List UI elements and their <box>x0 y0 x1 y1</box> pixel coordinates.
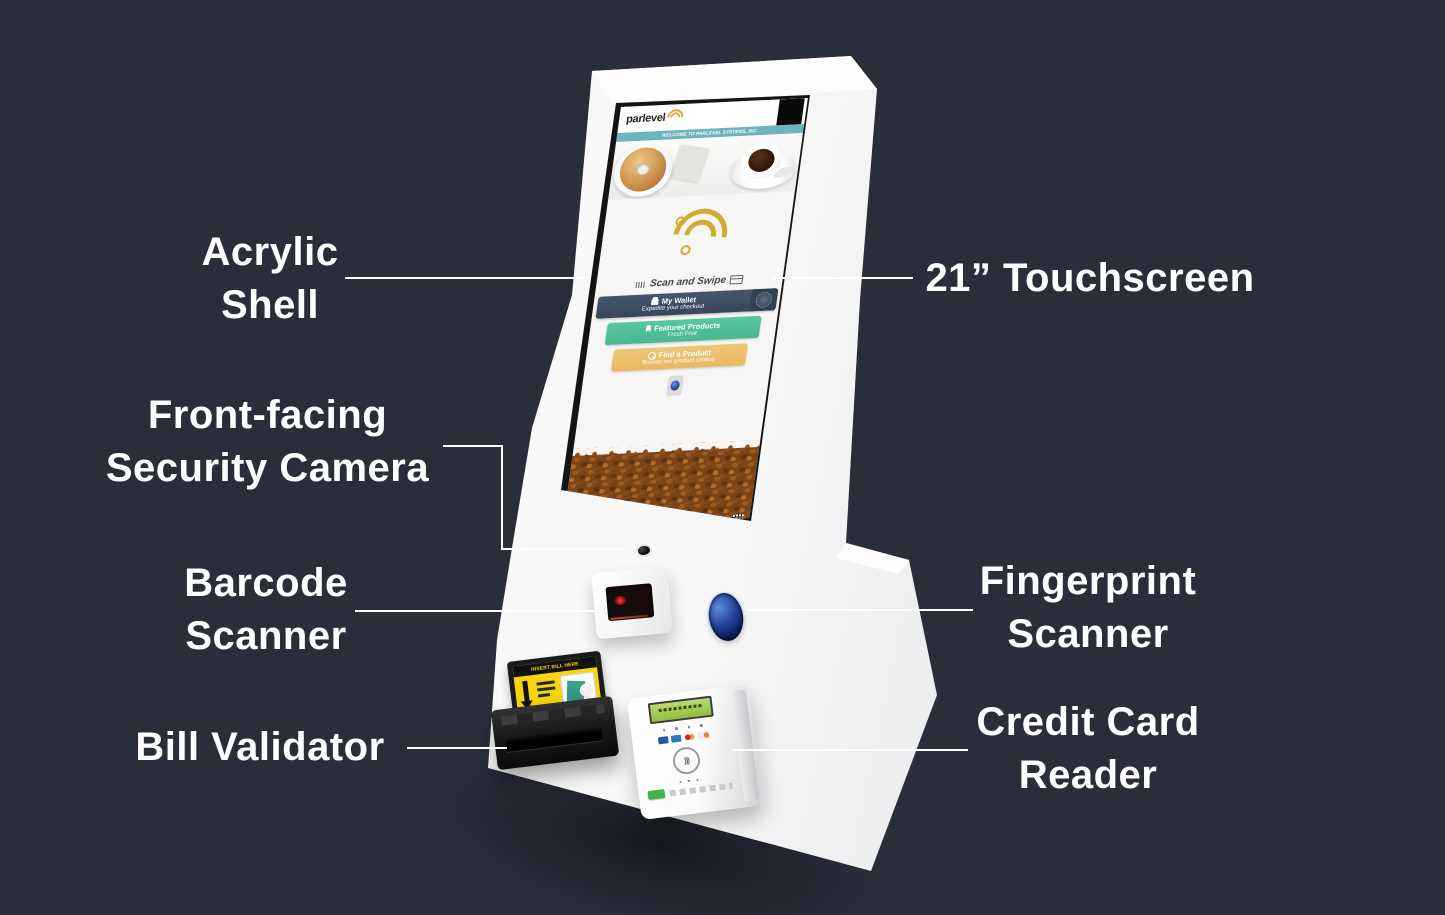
connector-fingerprint <box>748 609 973 611</box>
callout-fingerprint-scanner: Fingerprint Scanner <box>963 555 1213 661</box>
callout-barcode-scanner: Barcode Scanner <box>146 557 386 663</box>
parlevel-logo-text: parlevel <box>625 111 667 126</box>
callout-label: Barcode <box>184 561 348 605</box>
connector-camera-h2 <box>501 548 623 550</box>
coffee-liquid <box>746 148 777 173</box>
bagel-plate-image <box>610 143 676 198</box>
certification-marks <box>669 782 733 796</box>
callout-label: Acrylic <box>201 230 339 274</box>
callout-label: 21” Touchscreen <box>925 256 1255 300</box>
connector-camera-v <box>501 445 503 550</box>
barcode-icon <box>635 281 647 288</box>
bagel-image <box>617 146 670 193</box>
scan-and-swipe-label: Scan and Swipe <box>649 274 727 290</box>
visa-logo <box>657 735 669 744</box>
fingerprint-chip-icon <box>666 375 684 395</box>
my-wallet-button: My Wallet Expedite your checkout <box>595 288 778 319</box>
connector-touchscreen <box>773 277 913 279</box>
napkin-image <box>669 144 710 183</box>
card-reader-lcd <box>647 695 714 725</box>
amex-logo <box>670 734 682 743</box>
bagel-hole <box>636 163 650 175</box>
callout-label: Security Camera <box>105 446 430 490</box>
connector-barcode <box>355 610 595 612</box>
callout-label: Fingerprint <box>979 559 1197 603</box>
contactless-icon: ))) <box>671 745 702 776</box>
connector-acrylic-shell <box>345 277 585 279</box>
callout-bill-validator: Bill Validator <box>110 721 410 774</box>
parlevel-logo-icon <box>664 105 687 129</box>
callout-label: Credit Card <box>976 700 1200 744</box>
bill-slot-opening <box>504 727 604 753</box>
parlevel-mark-icon <box>662 197 737 274</box>
connector-credit-card <box>732 749 968 751</box>
callout-label: Shell <box>220 283 320 327</box>
search-icon <box>647 351 657 360</box>
sticker-text-line <box>536 680 555 686</box>
down-arrow-icon <box>522 680 530 702</box>
fingerprint-badge-icon <box>748 288 778 312</box>
barcode-scanner-window <box>605 583 655 622</box>
wallet-icon <box>651 298 660 305</box>
callout-touchscreen: 21” Touchscreen <box>905 252 1275 305</box>
sticker-text-line <box>537 693 551 698</box>
bookmark-icon <box>646 325 652 332</box>
callout-label: Scanner <box>185 614 347 658</box>
food-photo-strip <box>608 133 803 200</box>
callout-label: Bill Validator <box>135 725 385 769</box>
featured-products-button: Featured Products Fresh Fruit <box>604 315 762 346</box>
callout-label: Scanner <box>1007 612 1169 656</box>
mastercard-logo <box>683 732 695 741</box>
callout-security-camera: Front-facing Security Camera <box>80 389 455 495</box>
callout-label: Front-facing <box>147 393 388 437</box>
card-icon <box>729 274 744 285</box>
connector-camera-h1 <box>443 445 503 447</box>
sticker-text-line <box>537 686 556 692</box>
callout-credit-card-reader: Credit Card Reader <box>963 696 1213 802</box>
screen-corner-block <box>776 98 805 126</box>
green-button <box>647 789 666 801</box>
find-a-product-button: Find a Product Browse our product catalo… <box>610 343 748 372</box>
credit-card-reader-device: ))) <box>627 684 763 820</box>
callout-label: Reader <box>1018 753 1158 797</box>
connector-bill-validator <box>407 747 507 749</box>
card-reader-face: ))) <box>635 694 736 812</box>
callout-acrylic-shell: Acrylic Shell <box>150 226 390 332</box>
barcode-scanner-device <box>591 566 673 640</box>
discover-logo <box>697 730 710 740</box>
